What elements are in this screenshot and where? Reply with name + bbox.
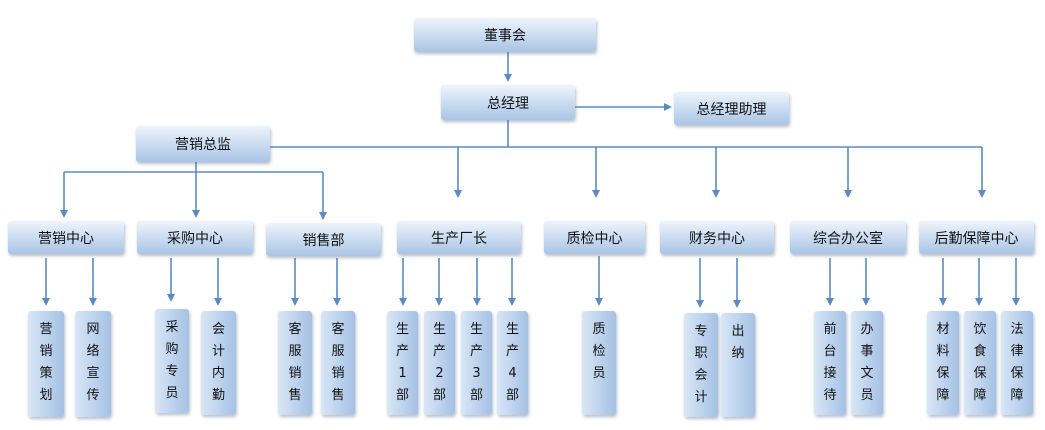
node-qc-center: 质检中心	[544, 221, 645, 254]
node-position: 营销策划	[28, 311, 64, 417]
node-position: 客服销售	[278, 311, 312, 415]
node-position: 出纳	[721, 313, 755, 417]
node-position: 法律保障	[1001, 311, 1033, 415]
node-logistics-center: 后勤保障中心	[919, 221, 1034, 254]
node-general-office: 综合办公室	[790, 221, 906, 254]
node-marketing-center: 营销中心	[8, 221, 124, 254]
node-position: 会计内勤	[201, 311, 236, 415]
node-general-manager: 总经理	[441, 85, 575, 120]
node-production-head: 生产厂长	[397, 221, 521, 254]
node-board: 董事会	[414, 18, 596, 52]
node-position: 生产3部	[461, 311, 492, 415]
node-purchasing-center: 采购中心	[137, 221, 253, 254]
node-position: 材料保障	[927, 311, 959, 415]
node-finance-center: 财务中心	[660, 221, 774, 254]
node-position: 质检员	[582, 311, 616, 415]
node-sales-dept: 销售部	[266, 223, 381, 256]
node-position: 生产2部	[424, 311, 455, 415]
node-position: 客服销售	[321, 311, 355, 415]
node-position: 网络宣传	[75, 311, 111, 417]
node-position: 生产4部	[497, 311, 528, 415]
node-gm-assistant: 总经理助理	[674, 92, 789, 125]
node-position: 饮食保障	[964, 311, 996, 415]
node-position: 前台接待	[814, 311, 846, 415]
node-marketing-director: 营销总监	[136, 126, 270, 162]
node-position: 采购专员	[155, 309, 189, 413]
node-position: 专职会计	[684, 313, 718, 417]
node-position: 办事文员	[851, 311, 883, 415]
node-position: 生产1部	[387, 311, 418, 415]
